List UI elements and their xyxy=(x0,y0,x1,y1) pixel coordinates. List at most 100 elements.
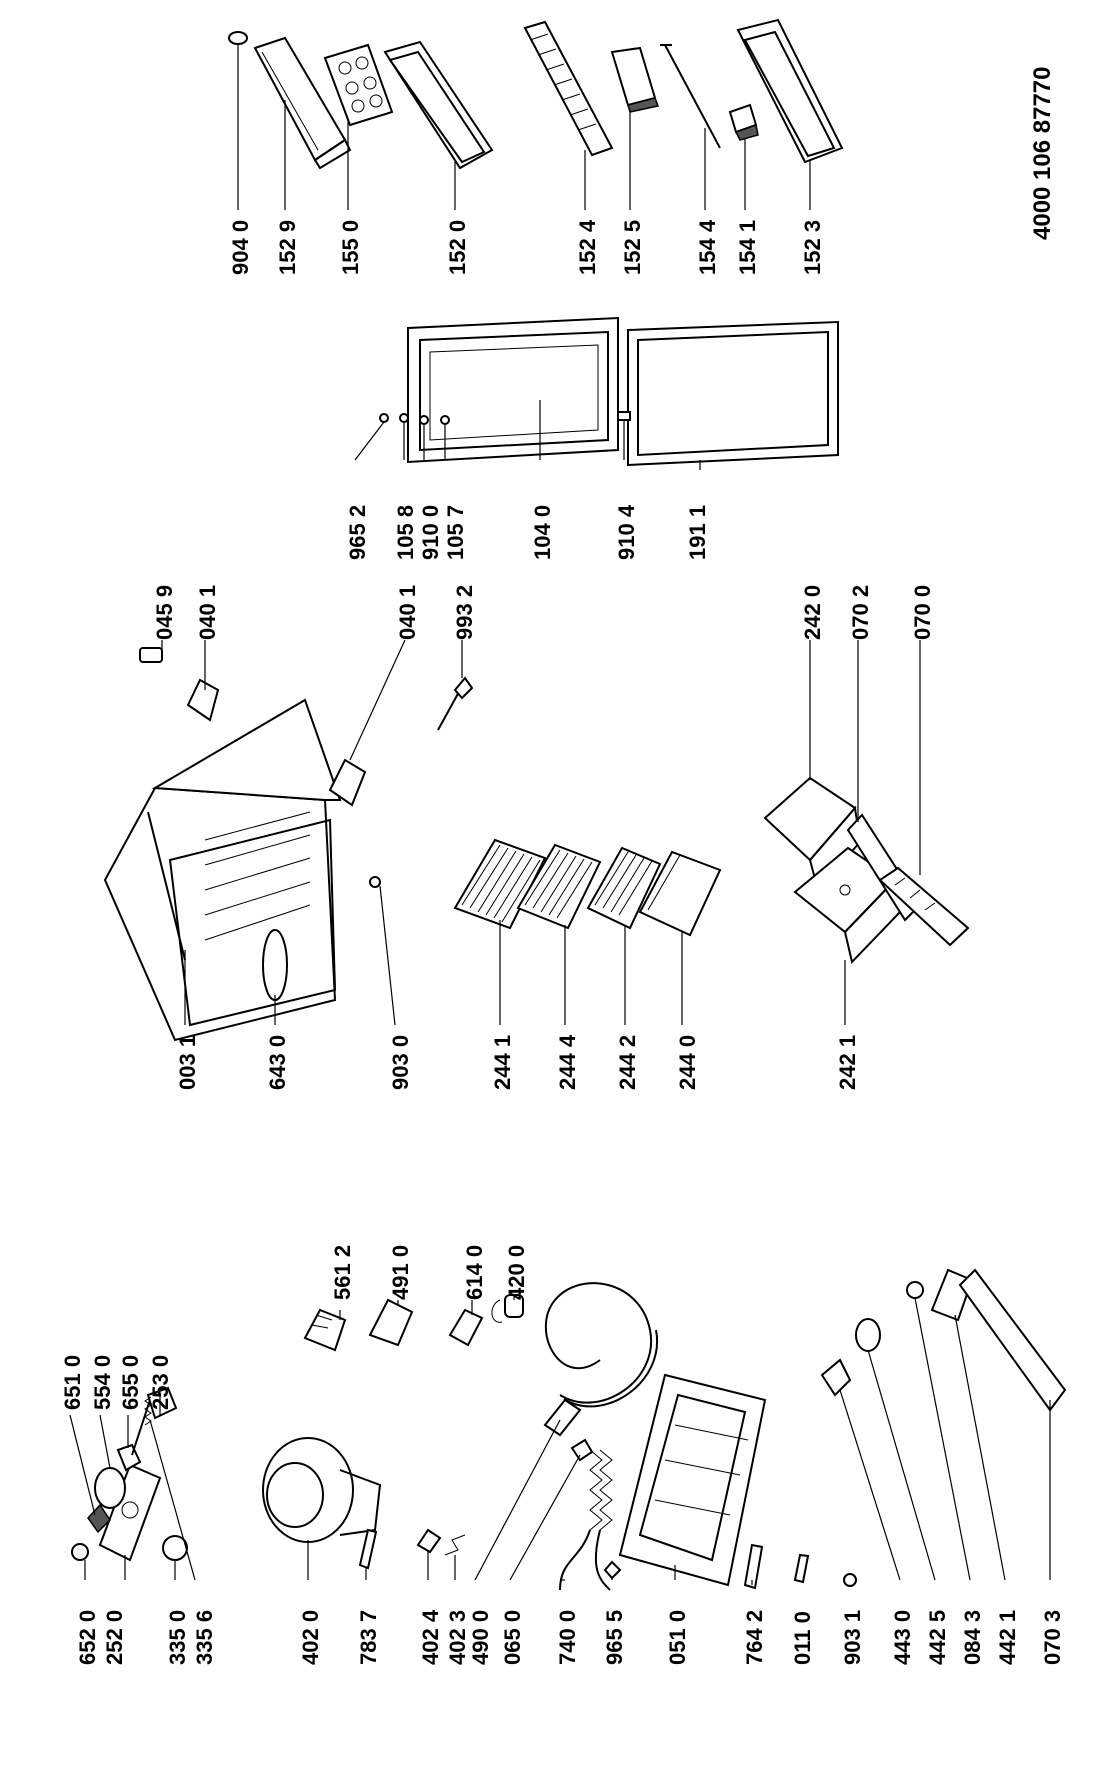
part-011-0-drawing xyxy=(793,1553,810,1584)
leader-442-1 xyxy=(954,1314,1006,1581)
label-152-0: 152 0 xyxy=(445,220,470,275)
label-244-2: 244 2 xyxy=(615,1035,640,1090)
part-104-0-door-drawing xyxy=(407,316,619,464)
leader-040-1-bottom xyxy=(349,639,406,761)
label-993-2: 993 2 xyxy=(452,585,477,640)
part-614-0-drawing xyxy=(448,1308,484,1347)
label-242-0: 242 0 xyxy=(800,585,825,640)
part-191-1-gasket-drawing xyxy=(627,320,839,467)
part-402-0-compressor-drawing xyxy=(262,1437,382,1543)
label-104-0: 104 0 xyxy=(530,505,555,560)
part-402-4-drawing xyxy=(416,1528,442,1554)
label-242-1: 242 1 xyxy=(835,1035,860,1090)
label-084-3: 084 3 xyxy=(960,1610,985,1665)
part-965-5-drawing xyxy=(603,1560,622,1580)
label-011-0: 011 0 xyxy=(790,1611,815,1665)
label-070-3: 070 3 xyxy=(1040,1610,1065,1665)
part-244-2-shelf-drawing xyxy=(586,846,662,930)
part-655-0-drawing xyxy=(116,1399,151,1472)
label-335-0: 335 0 xyxy=(165,1610,190,1665)
part-490-0-power-cord-drawing xyxy=(543,1282,659,1437)
label-152-9: 152 9 xyxy=(275,220,300,275)
part-651-0-drawing xyxy=(87,1503,111,1534)
label-442-5: 442 5 xyxy=(925,1610,950,1665)
part-154-4-drawing xyxy=(660,44,721,149)
label-910-0: 910 0 xyxy=(418,505,443,560)
label-903-1: 903 1 xyxy=(840,1610,865,1665)
label-040-1-top: 040 1 xyxy=(195,585,220,640)
part-154-1-drawing xyxy=(728,103,759,141)
part-155-0-drawing xyxy=(323,43,394,127)
part-244-4-shelf-drawing xyxy=(516,843,602,930)
part-152-3-drawing xyxy=(736,18,844,164)
label-003-1: 003 1 xyxy=(175,1035,200,1090)
label-490-0: 490 0 xyxy=(468,1610,493,1665)
part-152-4-drawing xyxy=(523,20,614,157)
label-965-2: 965 2 xyxy=(345,505,370,560)
part-152-0-drawing xyxy=(383,40,494,170)
leader-335-6 xyxy=(149,1419,196,1581)
part-993-2-drawing xyxy=(437,676,474,731)
label-491-0: 491 0 xyxy=(388,1245,413,1300)
part-903-0-drawing xyxy=(369,876,381,888)
label-105-8: 105 8 xyxy=(393,505,418,560)
part-045-9-drawing xyxy=(139,647,163,663)
label-070-0: 070 0 xyxy=(910,585,935,640)
label-152-5: 152 5 xyxy=(620,220,645,275)
part-065-0-drawing xyxy=(570,1438,594,1462)
label-904-0: 904 0 xyxy=(228,220,253,275)
label-652-0: 652 0 xyxy=(75,1610,100,1665)
part-253-0-drawing xyxy=(146,1386,178,1420)
leader-490-0 xyxy=(474,1419,561,1581)
part-903-1-drawing xyxy=(843,1573,857,1587)
label-740-0: 740 0 xyxy=(555,1610,580,1665)
label-070-2: 070 2 xyxy=(848,585,873,640)
document-number: 4000 106 87770 xyxy=(1029,66,1056,240)
part-554-0-drawing xyxy=(94,1467,126,1509)
part-442-5-drawing xyxy=(855,1318,881,1352)
label-561-2: 561 2 xyxy=(330,1245,355,1300)
label-040-1-bottom: 040 1 xyxy=(395,585,420,640)
label-152-4: 152 4 xyxy=(575,219,600,275)
part-561-2-drawing xyxy=(303,1308,347,1352)
part-051-0-base-drawing xyxy=(618,1373,767,1587)
part-003-1-cabinet-drawing xyxy=(103,698,342,1042)
label-154-1: 154 1 xyxy=(735,220,760,275)
leader-065-0 xyxy=(509,1454,581,1581)
label-402-4: 402 4 xyxy=(418,1609,443,1665)
part-070-3-drawing xyxy=(958,1268,1067,1412)
part-491-0-drawing xyxy=(368,1298,414,1347)
leader-903-0 xyxy=(379,885,396,1026)
part-152-9-drawing xyxy=(253,36,352,170)
part-904-0-drawing xyxy=(228,31,248,45)
label-152-3: 152 3 xyxy=(800,220,825,275)
label-614-0: 614 0 xyxy=(462,1245,487,1300)
label-244-4: 244 4 xyxy=(555,1034,580,1090)
part-door-hardware-drawing xyxy=(379,411,631,425)
label-065-0: 065 0 xyxy=(500,1610,525,1665)
label-154-4: 154 4 xyxy=(695,219,720,275)
label-655-0: 655 0 xyxy=(118,1355,143,1410)
label-253-0: 253 0 xyxy=(148,1355,173,1410)
part-764-2-drawing xyxy=(743,1543,764,1590)
part-084-3-drawing xyxy=(906,1281,924,1299)
label-783-7: 783 7 xyxy=(356,1610,381,1665)
part-402-3-drawing xyxy=(444,1534,466,1556)
part-244-0-shelf-drawing xyxy=(638,850,722,937)
label-554-0: 554 0 xyxy=(90,1355,115,1410)
label-420-0: 420 0 xyxy=(504,1245,529,1300)
label-442-1: 442 1 xyxy=(995,1610,1020,1665)
label-402-0: 402 0 xyxy=(298,1610,323,1665)
leader-443-0 xyxy=(839,1389,901,1581)
label-051-0: 051 0 xyxy=(665,1610,690,1665)
label-244-0: 244 0 xyxy=(675,1035,700,1090)
label-443-0: 443 0 xyxy=(890,1610,915,1665)
label-045-9: 045 9 xyxy=(152,585,177,640)
part-040-1-top-drawing xyxy=(186,678,220,722)
label-643-0: 643 0 xyxy=(265,1035,290,1090)
label-910-4: 910 4 xyxy=(614,504,639,560)
label-903-0: 903 0 xyxy=(388,1035,413,1090)
label-335-6: 335 6 xyxy=(192,1610,217,1665)
label-965-5: 965 5 xyxy=(602,1610,627,1665)
part-244-1-shelf-drawing xyxy=(453,838,547,930)
